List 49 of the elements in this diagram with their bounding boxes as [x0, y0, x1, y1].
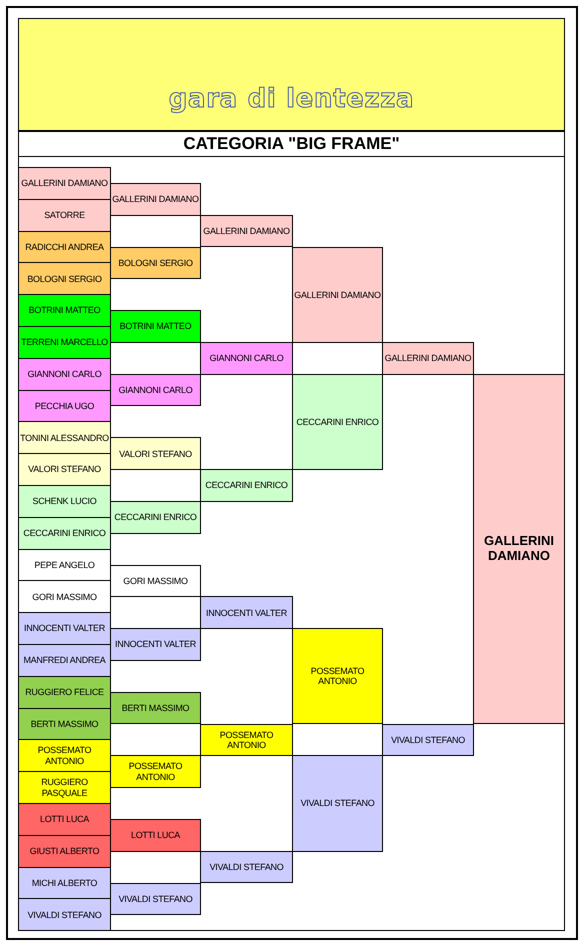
bracket-cell: INNOCENTI VALTER [200, 596, 293, 630]
bracket-cell: INNOCENTI VALTER [110, 628, 201, 661]
bracket-cell: GALLERINI DAMIANO [292, 246, 383, 343]
bracket-cell: VIVALDI STEFANO [292, 755, 383, 852]
bracket-cell: BERTI MASSIMO [18, 708, 111, 740]
bracket-cell: POSSEMATO ANTONIO [292, 628, 383, 724]
bracket-cell: GALLERINI DAMIANO [200, 214, 293, 248]
bracket-cell: RADICCHI ANDREA [18, 230, 111, 264]
bracket-cell: RUGGIERO FELICE [18, 676, 111, 709]
bracket-cell: VIVALDI STEFANO [110, 882, 201, 916]
bracket-cell: CECCARINI ENRICO [200, 469, 293, 502]
bracket-cell: TONINI ALESSANDRO [18, 421, 111, 454]
bracket-cell: CECCARINI ENRICO [110, 500, 201, 534]
bracket-cell: GALLERINI DAMIANO [382, 342, 474, 375]
bracket-cell: LOTTI LUCA [110, 818, 201, 852]
bracket-cell: PECCHIA UGO [18, 390, 111, 422]
bracket-cell: BOTRINI MATTEO [18, 294, 111, 327]
bracket-cell: POSSEMATO ANTONIO [200, 724, 293, 756]
bracket-cell: BOTRINI MATTEO [110, 310, 201, 343]
bracket-cell: RUGGIERO PASQUALE [18, 771, 111, 804]
bracket-cell: BOLOGNI SERGIO [18, 262, 111, 296]
bracket-cell: CECCARINI ENRICO [18, 516, 111, 550]
bracket-cell: SATORRE [18, 198, 111, 232]
bracket-cell: MICHI ALBERTO [18, 866, 111, 900]
bracket-cell: POSSEMATO ANTONIO [110, 755, 201, 788]
bracket-cell: GORI MASSIMO [110, 564, 201, 598]
bracket-cell: VIVALDI STEFANO [18, 898, 111, 932]
bracket-cell: GIANNONI CARLO [200, 342, 293, 375]
bracket-cell: POSSEMATO ANTONIO [18, 739, 111, 772]
bracket-cell: TERRENI MARCELLO [18, 326, 111, 359]
winner-cell: GALLERINI DAMIANO [473, 374, 565, 724]
bracket-cell: CECCARINI ENRICO [292, 374, 383, 470]
bracket-cell: GALLERINI DAMIANO [18, 167, 111, 200]
bracket-cell: BOLOGNI SERGIO [110, 246, 201, 280]
bracket-cell: BERTI MASSIMO [110, 692, 201, 724]
bracket-cell: VALORI STEFANO [110, 437, 201, 470]
bracket-cell: GIANNONI CARLO [18, 358, 111, 391]
bracket-cell: LOTTI LUCA [18, 803, 111, 836]
bracket-cell: VALORI STEFANO [18, 453, 111, 486]
bracket-cell: INNOCENTI VALTER [18, 612, 111, 645]
bracket-cell: VIVALDI STEFANO [200, 850, 293, 884]
category-title: CATEGORIA "BIG FRAME" [18, 131, 565, 157]
bracket-cell: GIANNONI CARLO [110, 374, 201, 406]
subtitle: gara di lentezza [168, 83, 414, 116]
bracket-cell: GALLERINI DAMIANO [110, 182, 201, 216]
bracket-cell: MANFREDI ANDREA [18, 644, 111, 677]
bracket-cell: VIVALDI STEFANO [382, 724, 474, 756]
bracket-cell: SCHENK LUCIO [18, 485, 111, 518]
bracket-cell: GIUSTI ALBERTO [18, 834, 111, 868]
